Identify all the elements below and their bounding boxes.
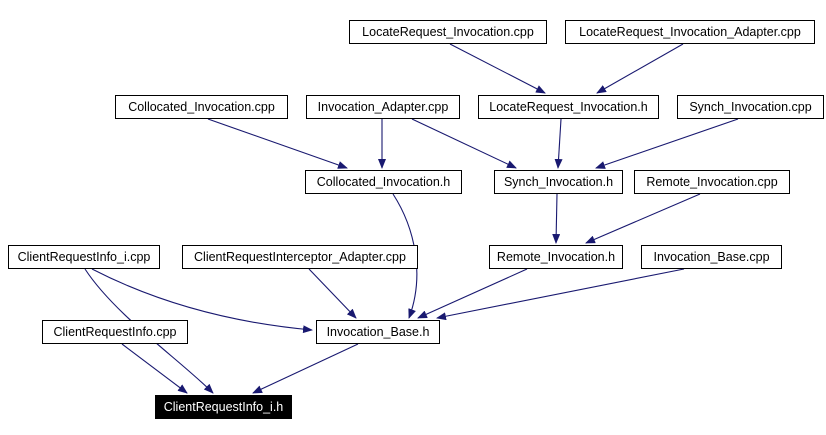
edge-synch-invocation-h-to-remote-invocation-h (552, 193, 561, 244)
edge-clientrequestinterceptor-adapter-cpp-to-invocation-base-h (308, 268, 357, 319)
edge-invocation-base-h-to-clientrequestinfo-i-h (252, 343, 359, 394)
node-locaterequest-invocation-adapter-cpp[interactable]: LocateRequest_Invocation_Adapter.cpp (565, 20, 815, 44)
node-invocation-base-cpp[interactable]: Invocation_Base.cpp (641, 245, 782, 269)
edge-locaterequest-invocation-h-to-synch-invocation-h (554, 118, 563, 169)
node-locaterequest-invocation-cpp[interactable]: LocateRequest_Invocation.cpp (349, 20, 547, 44)
edge-remote-invocation-h-to-invocation-base-h (417, 268, 528, 319)
edge-invocation-base-cpp-to-invocation-base-h (436, 268, 685, 321)
node-remote-invocation-cpp[interactable]: Remote_Invocation.cpp (634, 170, 790, 194)
node-collocated-invocation-cpp[interactable]: Collocated_Invocation.cpp (115, 95, 288, 119)
node-clientrequestinfo-i-cpp[interactable]: ClientRequestInfo_i.cpp (8, 245, 160, 269)
node-collocated-invocation-h[interactable]: Collocated_Invocation.h (305, 170, 462, 194)
node-invocation-adapter-cpp[interactable]: Invocation_Adapter.cpp (306, 95, 460, 119)
node-invocation-base-h[interactable]: Invocation_Base.h (316, 320, 440, 344)
node-synch-invocation-h[interactable]: Synch_Invocation.h (494, 170, 623, 194)
node-synch-invocation-cpp[interactable]: Synch_Invocation.cpp (677, 95, 824, 119)
edge-locaterequest-invocation-adapter-cpp-to-locaterequest-invocation-h (596, 43, 684, 94)
node-locaterequest-invocation-h[interactable]: LocateRequest_Invocation.h (478, 95, 659, 119)
node-clientrequestinfo-cpp[interactable]: ClientRequestInfo.cpp (42, 320, 188, 344)
edge-synch-invocation-cpp-to-synch-invocation-h (595, 118, 739, 169)
edge-collocated-invocation-cpp-to-collocated-invocation-h (207, 118, 348, 169)
node-remote-invocation-h[interactable]: Remote_Invocation.h (489, 245, 623, 269)
edge-clientrequestinfo-cpp-to-clientrequestinfo-i-h (121, 343, 188, 394)
node-clientrequestinterceptor-adapter-cpp[interactable]: ClientRequestInterceptor_Adapter.cpp (182, 245, 418, 269)
edge-locaterequest-invocation-cpp-to-locaterequest-invocation-h (449, 43, 546, 94)
node-clientrequestinfo-i-h: ClientRequestInfo_i.h (155, 395, 292, 419)
edge-remote-invocation-cpp-to-remote-invocation-h (585, 193, 701, 244)
edge-invocation-adapter-cpp-to-synch-invocation-h (411, 118, 517, 169)
